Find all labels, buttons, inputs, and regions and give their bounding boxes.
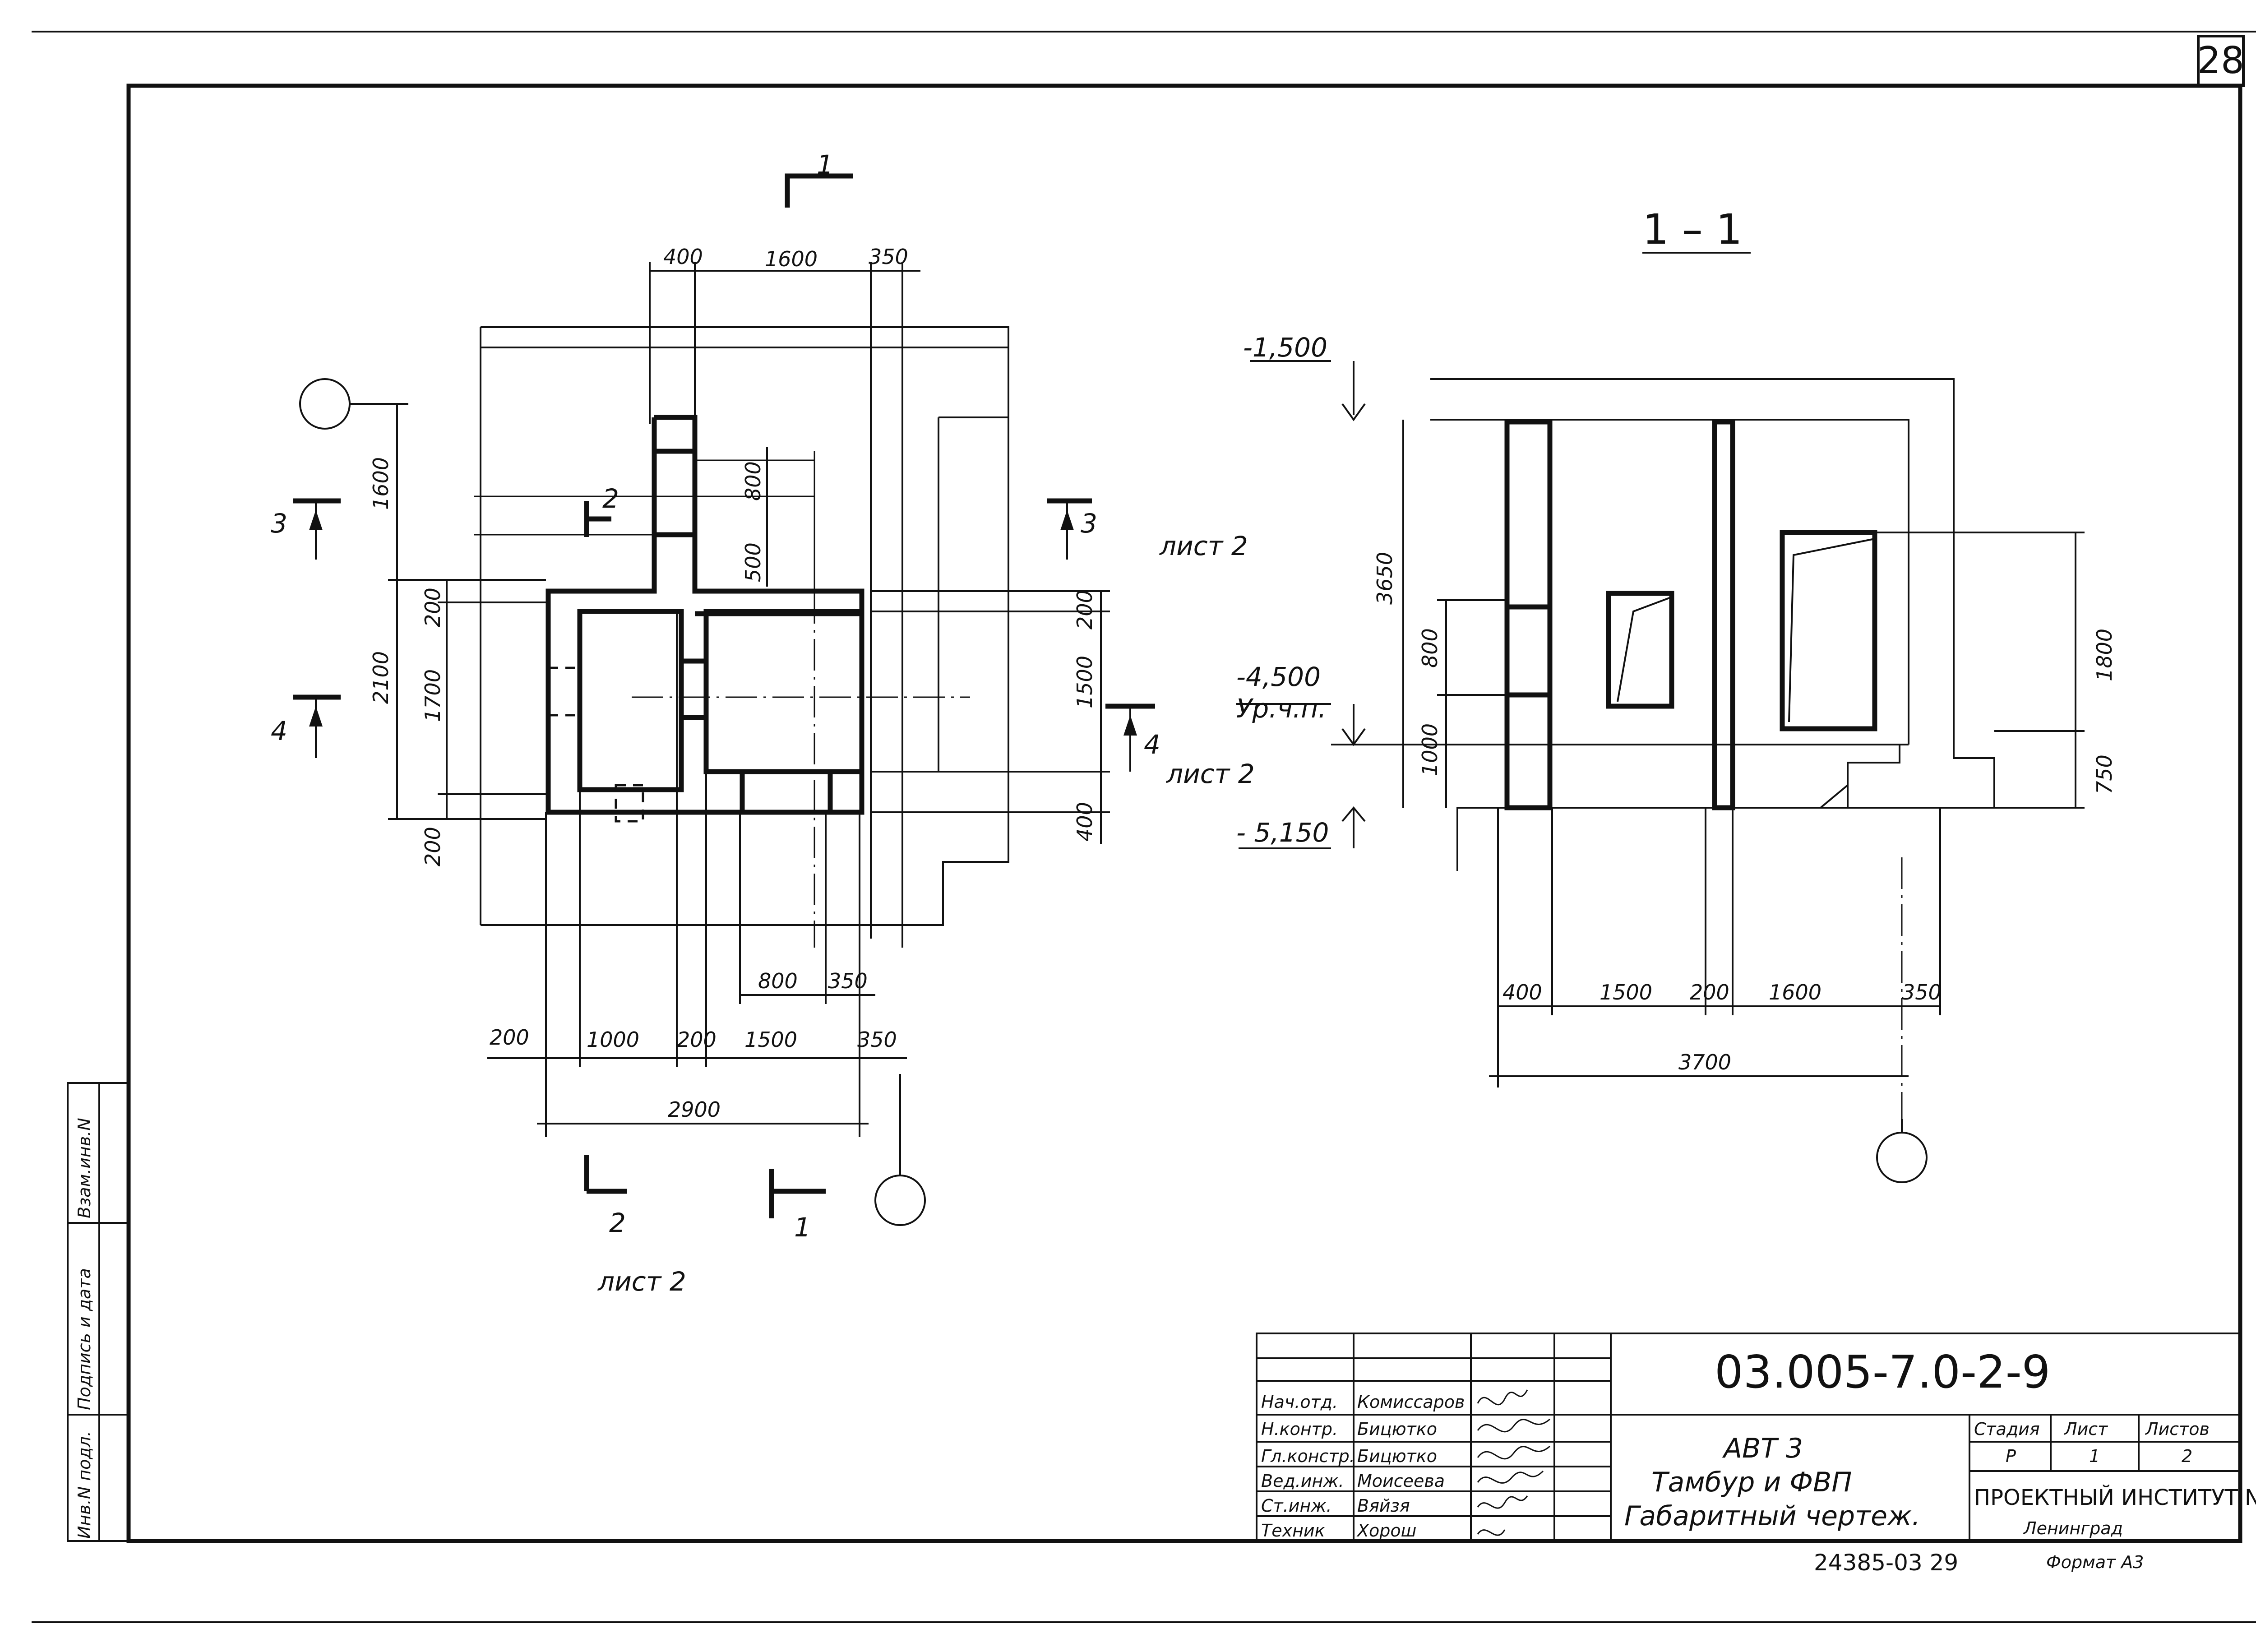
plan-left-dim-1700: 1700 [421, 669, 445, 722]
plan-bottom-dim-1500: 1500 [744, 1027, 797, 1052]
stamp-inv-label: Инв.N подл. [74, 1431, 94, 1539]
plan-left-dim-200b: 200 [421, 827, 445, 866]
sheet-ref-2: лист 2 [597, 1266, 686, 1297]
side-stamp: Инв.N подл. Подпись и дата Взам.инв.N [67, 1082, 129, 1542]
drawing-title-2: Габаритный чертеж. [1624, 1500, 1920, 1532]
sec-hdim-400: 400 [1502, 980, 1542, 1004]
sheet-ref-4: лист 2 [1166, 759, 1255, 789]
drawing-title-1: Тамбур и ФВП [1651, 1467, 1852, 1498]
sec-overall-dim: 3700 [1678, 1050, 1731, 1074]
plan-right-dim-1500: 1500 [1073, 656, 1097, 708]
sec-hdim-350: 350 [1902, 980, 1942, 1004]
cut-4-left-label: 4 [271, 716, 287, 746]
role-2: Н.контр. [1261, 1419, 1338, 1439]
plan-right-dim-400: 400 [1073, 802, 1097, 842]
axis-circle-a [299, 378, 351, 430]
org-name: ПРОЕКТНЫЙ ИНСТИТУТ N1 [1974, 1485, 2256, 1510]
format-label: Формат А3 [2046, 1552, 2144, 1572]
role-3: Гл.констр. [1261, 1446, 1355, 1466]
role-5: Ст.инж. [1261, 1496, 1332, 1516]
axis-circle-b [874, 1175, 926, 1226]
cut-4-right-label: 4 [1144, 729, 1160, 760]
axis-circle-c [1876, 1132, 1928, 1183]
plan-left-dim-2100: 2100 [369, 651, 393, 704]
org-city: Ленинград [2023, 1518, 2123, 1538]
stamp-replace-label: Взам.инв.N [74, 1118, 94, 1218]
sec-hdim-200: 200 [1690, 980, 1729, 1004]
plan-bottom-dim-200b: 200 [677, 1027, 717, 1052]
role-4: Вед.инж. [1261, 1471, 1344, 1491]
drawing-code: 03.005-7.0-2-9 [1715, 1346, 2050, 1398]
sec-hdim-1600: 1600 [1769, 980, 1821, 1004]
plan-bottom-dim-800: 800 [758, 969, 798, 993]
section-view: 1 – 1 -1,500 -4,500 Ур.ч.п. [1236, 205, 1995, 1183]
sheets-label: Листов [2145, 1419, 2210, 1439]
plan-inner-dim-800: 800 [741, 461, 765, 501]
plan-top-dim-1600: 1600 [765, 247, 818, 271]
sec-vdim-1000: 1000 [1418, 723, 1442, 776]
sec-vdim-750: 750 [2092, 754, 2117, 794]
sec-hdim-1500: 1500 [1600, 980, 1652, 1004]
cut-3-left-label: 3 [271, 508, 287, 539]
sheet-label: Лист [2063, 1419, 2108, 1439]
signatures [1477, 1389, 1550, 1536]
level-bottom: - 5,150 [1236, 817, 1329, 848]
sec-vdim-3650: 3650 [1373, 552, 1397, 605]
level-mid: -4,500 [1236, 662, 1321, 692]
stage-label: Стадия [1974, 1419, 2040, 1439]
plan-top-dim-350: 350 [869, 245, 908, 269]
object-title: АВТ 3 [1722, 1433, 1803, 1464]
sheet-ref-3: лист 2 [1159, 531, 1248, 561]
name-5: Вяйзя [1357, 1496, 1410, 1516]
sheets-value: 2 [2182, 1446, 2192, 1466]
sec-vdim-1800: 1800 [2092, 629, 2117, 681]
plan-inner-dim-500: 500 [741, 542, 765, 582]
plan-dimensions: 400 1600 350 1600 2100 200 1700 200 800 … [369, 245, 1110, 1137]
title-block: 03.005-7.0-2-9 Нач.отд. Н.контр. Гл.конс… [1256, 1333, 2256, 1576]
plan-top-dim-400: 400 [663, 245, 703, 269]
cut-2-bottom-label: 2 [609, 1208, 626, 1238]
name-2: Бицютко [1357, 1419, 1437, 1439]
plan-bottom-dim-200a: 200 [490, 1025, 529, 1050]
level-top: -1,500 [1243, 332, 1327, 363]
plan-overall-dim: 2900 [668, 1097, 721, 1122]
plan-bottom-dim-350b: 350 [857, 1027, 897, 1052]
section-title: 1 – 1 [1642, 205, 1743, 254]
sheet-number: 28 [2197, 39, 2244, 82]
name-3: Бицютко [1357, 1446, 1437, 1466]
name-1: Комиссаров [1357, 1392, 1465, 1412]
sheet-number-box [2197, 35, 2245, 87]
cut-1-top-label: 1 [817, 149, 833, 180]
plan-bottom-dim-1000: 1000 [587, 1027, 639, 1052]
cut-2-label: 2 [602, 483, 619, 514]
name-6: Хорош [1356, 1521, 1416, 1541]
cut-3-right-label: 3 [1081, 508, 1097, 539]
section-marks: 1 2 1 2 3 3 4 4 лист 2 лист 2 лист 2 [271, 149, 1255, 1297]
stage-value: Р [2006, 1446, 2016, 1466]
sec-vdim-800: 800 [1418, 628, 1442, 668]
level-ground-label: Ур.ч.п. [1236, 693, 1327, 724]
plan-right-dim-200: 200 [1073, 590, 1097, 629]
name-4: Моисеева [1357, 1471, 1445, 1491]
plan-left-dim-1600: 1600 [369, 457, 393, 510]
bottom-number: 24385-03 29 [1814, 1550, 1958, 1576]
plan-left-dim-200a: 200 [421, 588, 445, 627]
sheet-value: 1 [2089, 1446, 2100, 1466]
plan-bottom-dim-350a: 350 [828, 969, 868, 993]
role-1: Нач.отд. [1261, 1392, 1338, 1412]
drawing-frame [126, 83, 2242, 1543]
cut-1-bottom-label: 1 [794, 1212, 811, 1243]
section-dimensions: 3650 800 1000 1800 750 400 1500 200 1600… [1373, 420, 2117, 1087]
role-6: Техник [1261, 1521, 1325, 1541]
stamp-sign-label: Подпись и дата [74, 1268, 94, 1410]
